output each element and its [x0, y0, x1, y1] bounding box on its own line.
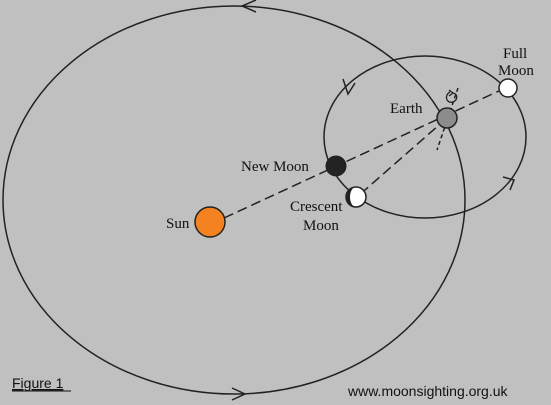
- earth-axis: [436, 87, 459, 151]
- website-credit: www.moonsighting.org.uk: [347, 383, 509, 399]
- rotation-arrowhead-icon: [448, 89, 455, 97]
- moon-orbit: [323, 55, 527, 219]
- orbit-arrow-icon: [342, 78, 356, 96]
- crescent-moon-label-line1: Crescent: [290, 199, 343, 215]
- orbit-arrow-icon: [240, 0, 257, 13]
- earth-body: [436, 107, 458, 129]
- sun-label: Sun: [166, 216, 190, 232]
- sun-body: [194, 206, 226, 238]
- new-moon-body: [325, 155, 347, 177]
- earth-orbit: [2, 5, 466, 395]
- orbit-arrow-icon: [231, 387, 247, 401]
- earth-crescent-line: [356, 117, 448, 198]
- full-moon-body: [498, 78, 518, 98]
- full-moon-label-line2: Moon: [498, 63, 534, 79]
- full-moon-label-line1: Full: [503, 46, 527, 62]
- earth-label: Earth: [390, 101, 423, 117]
- rotation-arrow-icon: [445, 91, 458, 103]
- sun-full-moon-line: [223, 89, 502, 219]
- orbit-arrow-icon: [502, 176, 516, 191]
- figure-caption: Figure 1: [12, 375, 64, 391]
- crescent-moon-body: [345, 186, 367, 208]
- crescent-moon-label-line2: Moon: [303, 218, 339, 234]
- new-moon-label: New Moon: [241, 159, 309, 175]
